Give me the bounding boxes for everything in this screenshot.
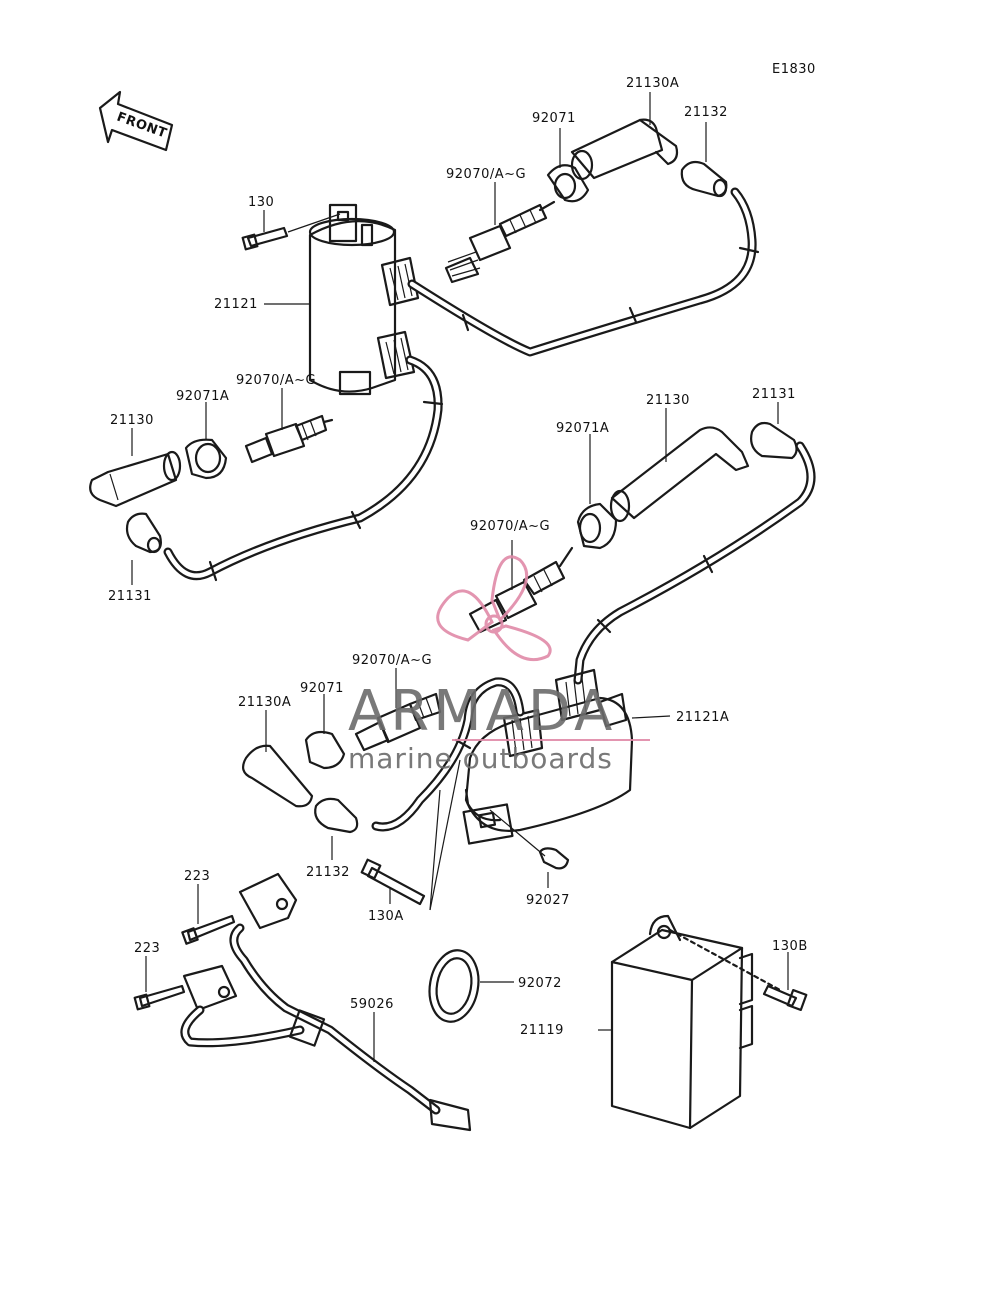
callout-21132-low: 21132 <box>306 865 350 880</box>
high-tension-wire-lower-right <box>573 441 816 685</box>
callout-223-b: 223 <box>134 941 160 956</box>
plug-cap-cover-21132-low <box>314 797 359 860</box>
bolt-130 <box>241 210 341 251</box>
pickup-coil-harness-59026 <box>180 872 472 1132</box>
spark-plug-left <box>244 388 334 464</box>
leader-21121A <box>631 715 671 719</box>
callout-21131-right: 21131 <box>752 387 796 402</box>
front-arrow-icon: FRONT <box>98 90 174 152</box>
callout-92070-low: 92070/A~G <box>352 653 432 668</box>
high-tension-wire-upper-right <box>407 187 760 357</box>
plug-cap-cover-21131-left <box>125 512 162 585</box>
callout-130A: 130A <box>368 909 404 924</box>
callout-92071A-left: 92071A <box>176 389 229 404</box>
bolt-130A <box>360 759 461 911</box>
callout-21130-right: 21130 <box>646 393 690 408</box>
bolt-130B <box>668 928 808 1012</box>
front-label: FRONT <box>115 110 169 142</box>
watermark-brand: ARMADA <box>348 679 616 744</box>
plug-cap-21130A-upper <box>570 92 679 181</box>
callout-92071-top: 92071 <box>532 111 576 126</box>
plug-cap-seal-92071A-left <box>184 402 228 480</box>
callout-21119: 21119 <box>520 1023 564 1038</box>
screw-223-lower <box>133 956 186 1011</box>
callout-21130-left: 21130 <box>110 413 154 428</box>
ignition-coil-21121A <box>462 668 634 845</box>
callout-21131-left: 21131 <box>108 589 152 604</box>
plug-cap-21130-left <box>89 428 182 508</box>
callout-130-top: 130 <box>248 195 274 210</box>
spark-plug-mid <box>468 540 574 634</box>
high-tension-wire-upper-left <box>163 355 444 582</box>
plug-cap-21130A-low <box>241 710 314 808</box>
plug-cap-cover-21131-right <box>750 402 798 460</box>
callout-21121A: 21121A <box>676 710 729 725</box>
callout-21132-top: 21132 <box>684 105 728 120</box>
callout-21121: 21121 <box>214 297 258 312</box>
armada-watermark: ARMADA marine outboards <box>348 555 650 775</box>
watermark-tagline: marine outboards <box>348 742 613 775</box>
callout-92070-mid: 92070/A~G <box>470 519 550 534</box>
callout-92027: 92027 <box>526 893 570 908</box>
callout-92070-top: 92070/A~G <box>446 167 526 182</box>
high-tension-wire-lower-left <box>371 677 525 832</box>
callout-92072: 92072 <box>518 976 562 991</box>
screw-223-upper <box>181 884 236 945</box>
ignition-coil-21121 <box>308 203 420 396</box>
callout-21130A-top: 21130A <box>626 76 679 91</box>
plug-cap-seal-92071-low <box>304 694 346 770</box>
callout-21130A-low: 21130A <box>238 695 291 710</box>
callout-92070-left: 92070/A~G <box>236 373 316 388</box>
callout-92071A-right: 92071A <box>556 421 609 436</box>
diagram-code: E1830 <box>772 62 816 77</box>
band-92072 <box>428 949 514 1023</box>
callout-59026: 59026 <box>350 997 394 1012</box>
plug-cap-seal-92071A-right <box>576 434 618 550</box>
igniter-unit-21119 <box>598 914 754 1130</box>
callout-223-a: 223 <box>184 869 210 884</box>
propeller-logo-icon <box>436 555 552 662</box>
spark-plug-upper <box>444 182 556 284</box>
plug-cap-21130-right <box>609 408 750 523</box>
plug-cap-seal-92071-upper <box>546 128 590 203</box>
callout-130B: 130B <box>772 939 808 954</box>
plug-cap-cover-21132-upper <box>680 122 728 198</box>
callout-92071-low: 92071 <box>300 681 344 696</box>
collar-92027 <box>489 809 570 888</box>
spark-plug-low <box>354 668 442 752</box>
